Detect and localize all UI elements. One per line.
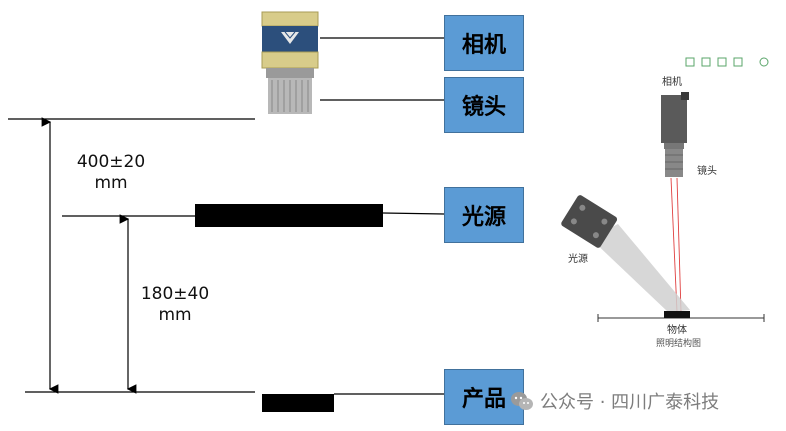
inset-toolbar-icons [685, 57, 769, 67]
inset-lens-label: 镜头 [697, 166, 717, 177]
inner-dimension-unit: mm [158, 305, 192, 326]
light-source-bar [195, 204, 383, 227]
lens-illustration [266, 68, 314, 114]
inset-light-label: 光源 [568, 254, 588, 265]
camera-illustration [261, 11, 319, 69]
outer-dimension-unit: mm [94, 173, 128, 194]
inset-caption: 照明结构图 [656, 339, 702, 349]
watermark: 公众号 · 四川广泰科技 [510, 388, 719, 414]
illumination-structure-inset [561, 57, 769, 322]
watermark-text: 公众号 · 四川广泰科技 [540, 392, 720, 413]
camera-label-box: 相机 [444, 15, 524, 71]
outer-dimension-value: 400±20 [76, 152, 146, 172]
product-label-box: 产品 [444, 369, 524, 425]
light-leader-line [382, 212, 445, 215]
inset-camera-label: 相机 [662, 77, 682, 88]
outer-dimension-label: 400±20 mm [66, 152, 156, 195]
lens-label-box: 镜头 [444, 77, 524, 133]
inset-object-label: 物体 [667, 325, 687, 336]
wechat-icon [510, 390, 534, 412]
product-block [262, 394, 334, 412]
light-label-box: 光源 [444, 187, 524, 243]
inner-dimension-value: 180±40 [140, 284, 210, 304]
inner-dimension-label: 180±40 mm [130, 284, 220, 327]
